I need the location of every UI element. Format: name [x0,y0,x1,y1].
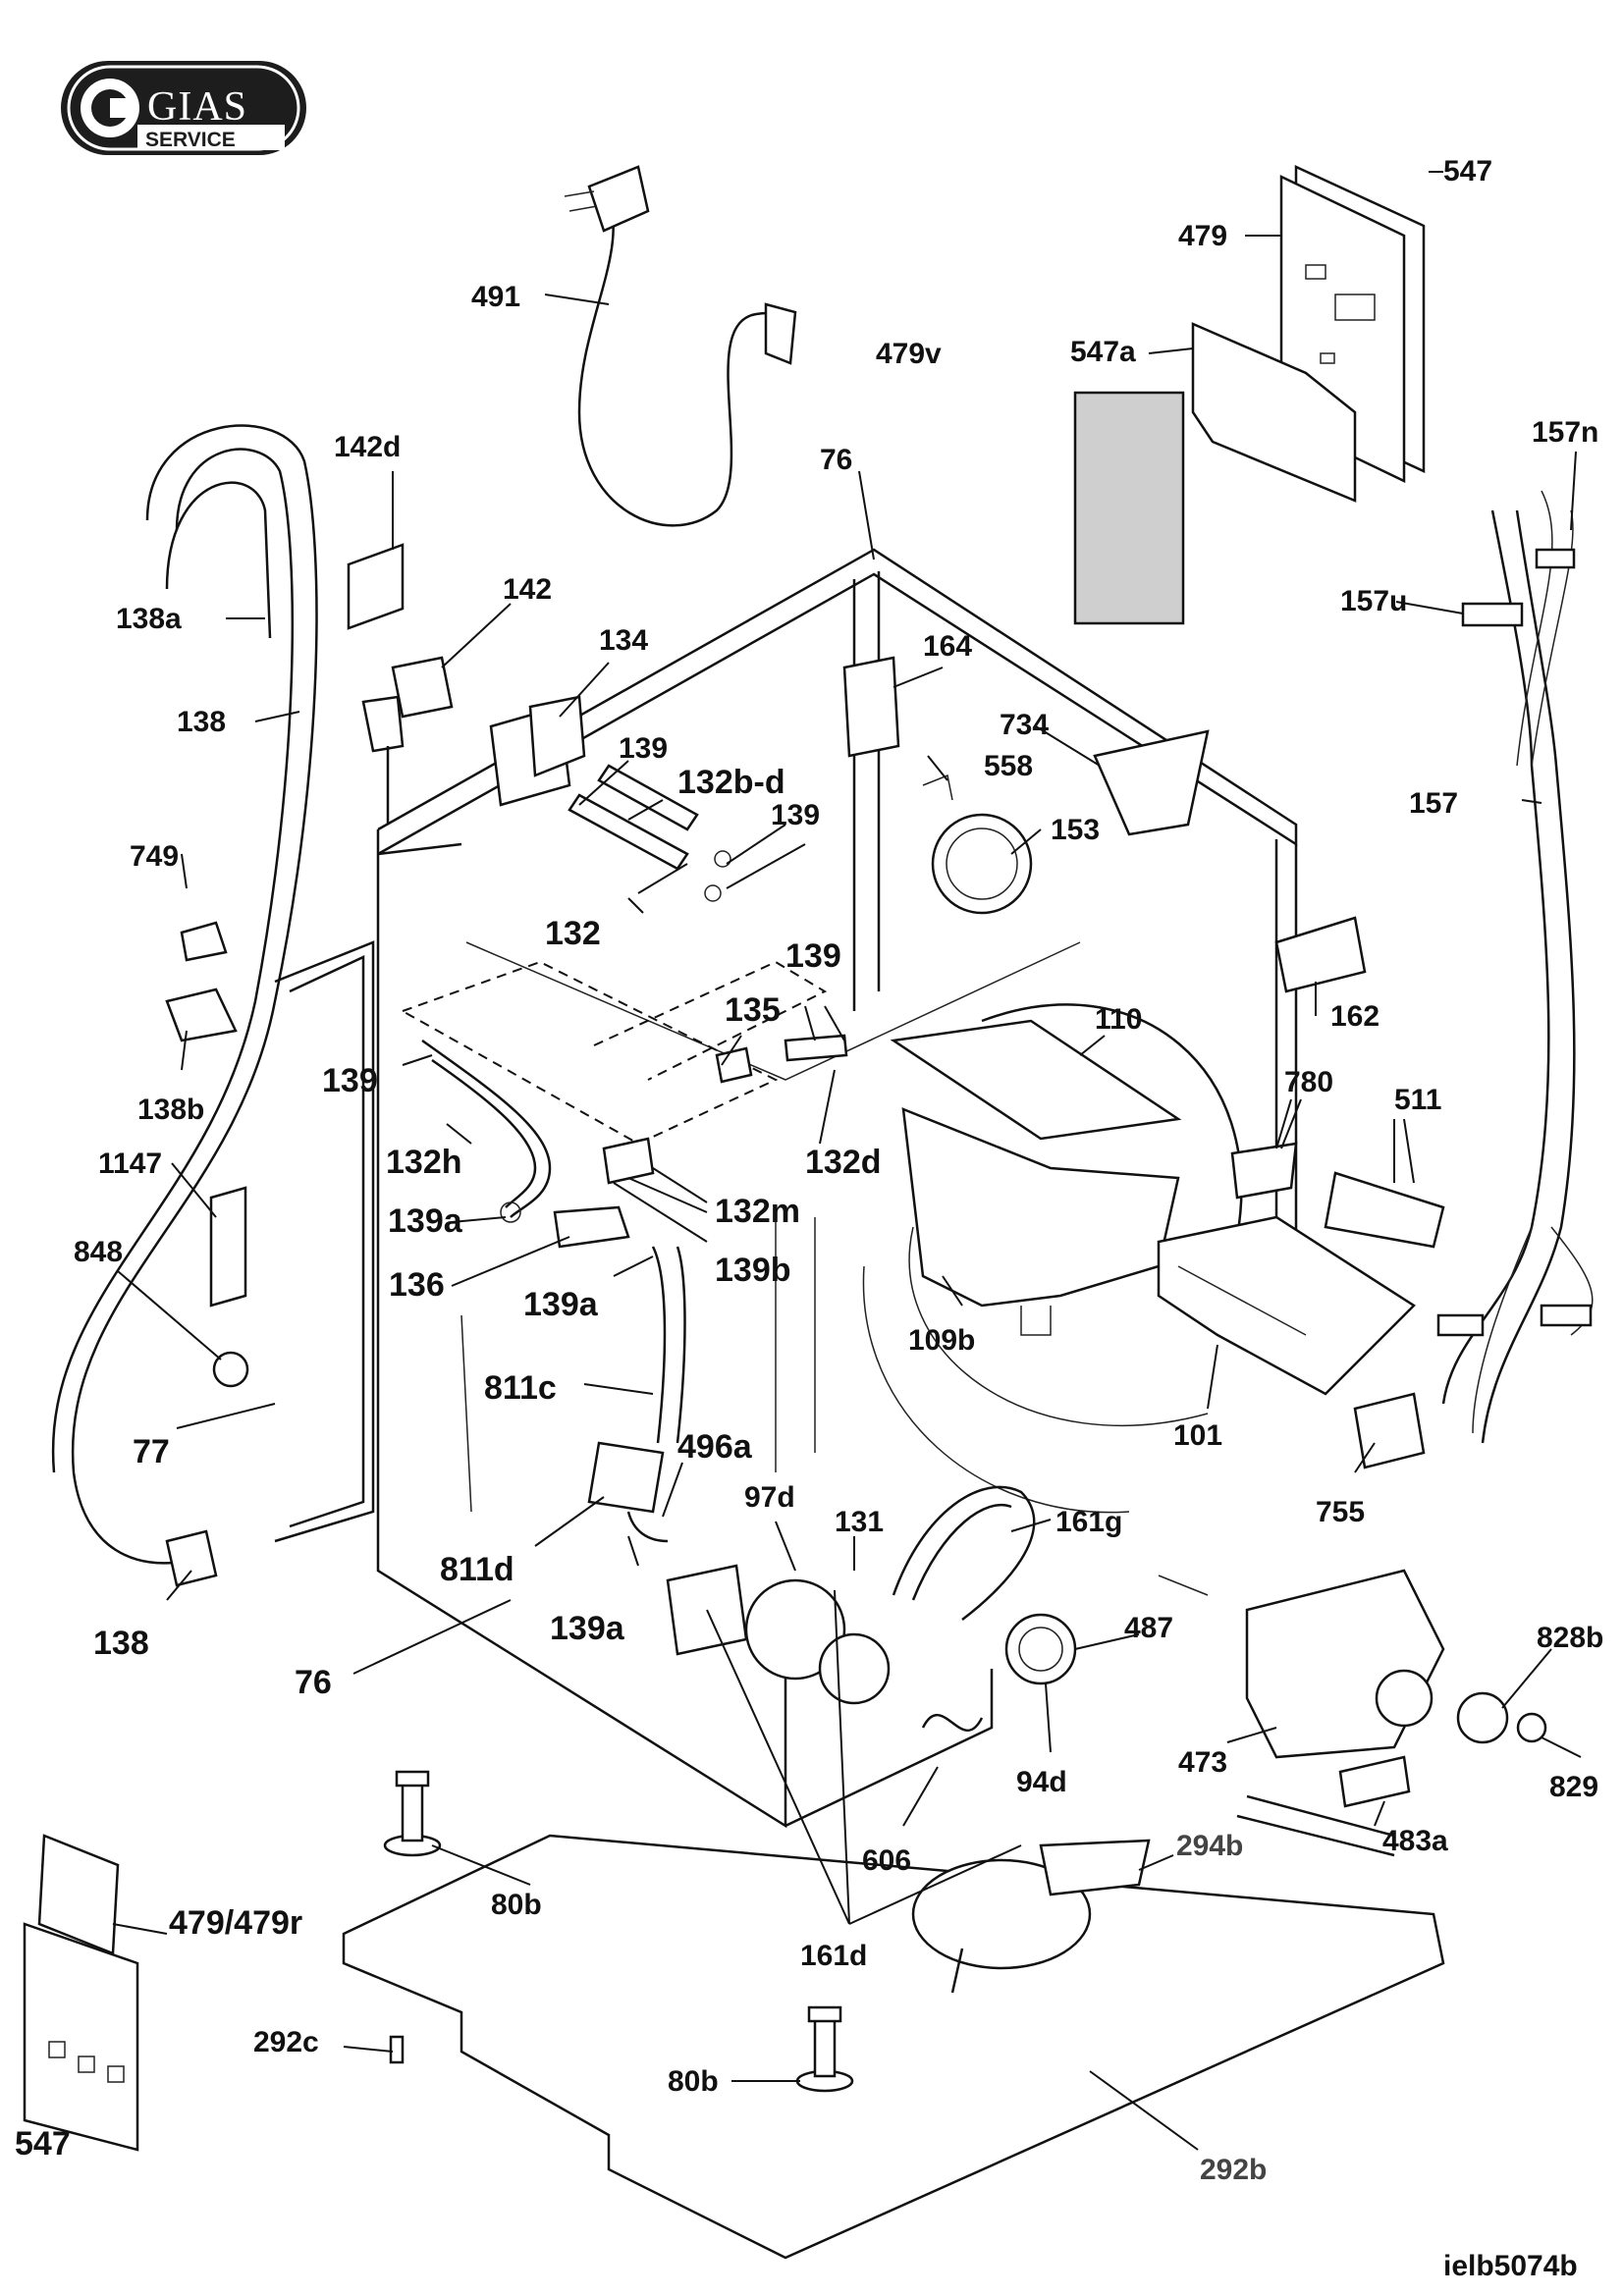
part-label-161g: 161g [1055,1506,1122,1538]
part-label-606: 606 [862,1844,911,1877]
fitting-136-and-hoses [553,1137,686,1543]
gias-service-logo: GIAS SERVICE [61,61,306,155]
part-label-139: 139 [785,937,841,975]
part-label-138: 138 [93,1625,149,1662]
part-label-132: 132 [545,915,601,952]
part-label-134: 134 [599,624,648,657]
label-sticker-479v [1073,391,1185,625]
part-label-496a: 496a [677,1428,753,1466]
part-label-136: 136 [389,1266,445,1304]
part-label-132m: 132m [715,1193,800,1230]
part-label-749: 749 [130,840,179,873]
part-label-511: 511 [1394,1084,1441,1116]
part-label-292b: 292b [1200,2154,1267,2186]
part-label-473: 473 [1178,1746,1227,1779]
board-479r-547 [23,1834,139,2152]
part-label-142: 142 [503,573,552,606]
part-label-77: 77 [133,1433,170,1470]
part-label-547: 547 [1443,155,1492,187]
part-label-109b: 109b [908,1324,975,1357]
part-label-132b-d: 132b-d [677,764,785,801]
part-label-110: 110 [1095,1003,1142,1036]
part-label-139b: 139b [715,1252,791,1289]
part-label-294b: 294b [1176,1830,1243,1862]
part-label-138a: 138a [116,603,182,635]
feet-80b [383,1770,854,2093]
logo-brand: GIAS [147,84,247,130]
part-label-135: 135 [725,991,781,1029]
part-label-132h: 132h [386,1144,462,1181]
water-inlet-parts [347,543,586,825]
power-cord-491 [564,165,797,527]
part-label-164: 164 [923,630,972,663]
part-labels: 547 479 491 479v 547a 142d 76 157n 142 1… [15,155,1603,2186]
part-label-829: 829 [1549,1771,1598,1803]
part-label-292c: 292c [253,2026,319,2058]
part-label-139a: 139a [550,1610,625,1647]
part-label-157u: 157u [1340,585,1407,617]
hose-132h [421,1039,552,1223]
logo-sub: SERVICE [145,129,236,151]
part-label-487: 487 [1124,1612,1173,1644]
part-label-811c: 811c [484,1369,557,1407]
motor-473 [1158,1569,1547,1857]
part-label-76: 76 [295,1664,332,1701]
part-label-479v: 479v [876,338,942,370]
part-label-80b: 80b [668,2065,719,2098]
part-label-94d: 94d [1016,1766,1067,1798]
part-label-547a: 547a [1070,336,1136,368]
part-label-138: 138 [177,706,226,738]
base-plate-292b [342,1834,1445,2260]
part-label-142d: 142d [334,431,401,463]
cabinet-frame [376,548,1298,1829]
part-label-479-479r: 479/479r [169,1904,302,1942]
control-board-stack [1073,165,1426,625]
part-label-491: 491 [471,281,520,313]
drawer-101 [1157,1215,1416,1396]
part-label-734: 734 [1000,709,1049,741]
part-label-780: 780 [1284,1066,1333,1098]
leader-lines [112,171,1582,2151]
part-label-157: 157 [1409,787,1458,820]
pressure-parts [842,656,1210,915]
part-label-558: 558 [984,750,1033,782]
part-label-755: 755 [1316,1496,1365,1528]
part-label-157n: 157n [1532,416,1598,449]
drain-hose-138 [51,424,318,1587]
part-label-132d: 132d [805,1144,882,1181]
dispenser-110-109b [890,1019,1182,1336]
part-label-483a: 483a [1382,1825,1448,1857]
part-label-547: 547 [15,2125,71,2163]
part-label-162: 162 [1330,1000,1380,1033]
part-label-811d: 811d [440,1551,514,1588]
part-label-80b: 80b [491,1889,542,1921]
part-label-131: 131 [835,1506,884,1538]
part-label-1147: 1147 [98,1148,162,1180]
door-lock-parts [1230,916,1445,1469]
part-label-76: 76 [820,444,852,476]
diagram-reference-code: ielb5074b [1443,2250,1578,2282]
part-label-139: 139 [771,799,820,831]
part-label-153: 153 [1051,814,1100,846]
part-label-138b: 138b [137,1094,204,1126]
part-label-828b: 828b [1537,1622,1603,1654]
pipe-135 [715,1034,848,1084]
part-label-101: 101 [1173,1419,1222,1452]
part-label-139: 139 [619,732,668,765]
small-clips [165,921,375,1543]
wiring-harness-157 [1436,490,1594,1444]
part-label-97d: 97d [744,1481,795,1514]
inlet-pipes-132 [568,764,731,902]
part-label-139a: 139a [388,1202,463,1240]
part-label-139: 139 [322,1062,378,1099]
pressure-chamber-294b [911,1839,1151,1994]
part-label-139a: 139a [523,1286,599,1323]
part-label-848: 848 [74,1236,123,1268]
part-label-161d: 161d [800,1940,867,1972]
part-label-479: 479 [1178,220,1227,252]
